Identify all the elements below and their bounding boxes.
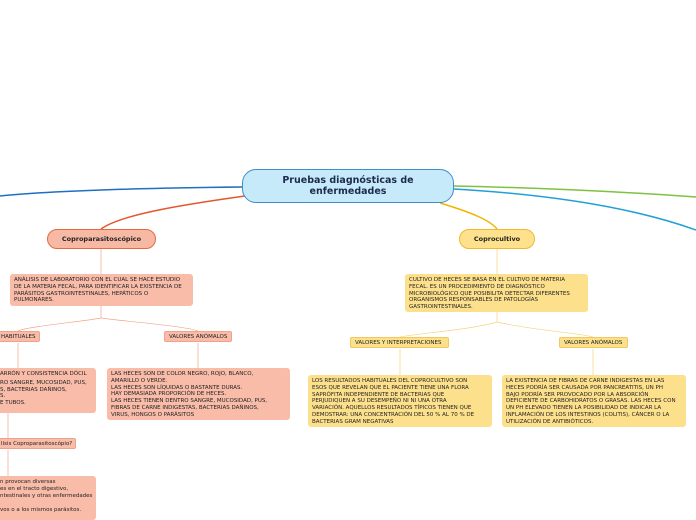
coprocultivo-normal-values[interactable]: LOS RESULTADOS HABITUALES DEL COPROCULTI… [308,375,492,427]
text-line: LAS HECES SON DE COLOR NEGRO, ROJO, BLAN… [111,371,254,377]
link-offscreen-right-cyan [453,188,696,231]
coproparasitoscopico-normal-values[interactable]: ARRÓN Y CONSISTENCIA DÓCIL RO SANGRE, MU… [0,368,96,413]
text-line: GASTROINTESTINALES. [409,304,473,311]
text-line: DEFICIENTE DE CARBOHIDRATOS O GRASAS. LA… [506,398,676,405]
link-left-normal [17,306,102,332]
text-line: FIBRAS DE CARNE INDIGESTAS, BACTERIAS DA… [111,404,259,411]
text-line: PARÁSITOS GASTROINTESTINALES, HEPÁTICOS … [14,290,149,297]
text-line: ORGANISMOS RESPONSABLES DE PATOLOGÍAS [409,297,538,304]
text-line: E TUBOS. [0,400,26,407]
coproparasitoscopico-definition[interactable]: ANÁLISIS DE LABORATORIO CON EL CUAL SE H… [10,274,193,306]
label-text: HABITUALES [1,334,36,340]
text-line: VIRUS, HONGOS O PARÁSITOS [111,411,195,418]
topic-coproparasitoscopico-title: Coproparasitoscópico [61,235,142,243]
link-root-coprocultivo [439,202,498,230]
coprocultivo-normal-label[interactable]: VALORES Y INTERPRETACIONES [350,337,449,348]
text-line: RO SANGRE, MUCOSIDAD, PUS, [0,379,87,386]
link-offscreen-right-green [453,185,696,198]
text-line: BAJO PODRÍA SER PROVOCADO POR LA ABSORCI… [506,391,649,398]
text-line: n provocan diversas [0,479,56,485]
topic-coprocultivo-title: Coprocultivo [473,235,521,243]
text-line: ESOS QUE REVELAN QUE EL PACIENTE TIENE U… [312,384,469,391]
text-line: SAPRÓFITA INDEPENDIENTE DE BACTERIAS QUE [312,391,445,398]
coprocultivo-abnormal-label[interactable]: VALORES ANÓMALOS [559,337,628,348]
root-topic-title: Pruebas diagnósticas de enfermedades [282,175,414,197]
text-line: HECES PODRÍA SER CAUSADA POR PANCREATITI… [506,384,663,391]
text-line: UTILIZACIÓN DE ANTIBIÓTICOS. [506,418,594,425]
text-line: MICROBIOLÓGICO QUE POSIBILITA DETECTAR D… [409,290,570,297]
text-line: vos o a los mismos parásitos. [0,507,82,514]
label-text: VALORES Y INTERPRETACIONES [355,340,442,346]
label-text: lisis Coproparasitoscópio? [1,441,73,447]
label-text: VALORES ANÓMALOS [564,340,623,346]
text-line: VARIACIÓN. AQUELLOS RESULTADOS TÍPICOS T… [312,405,472,412]
text-line: ntestinales y otras enfermedades [0,492,93,499]
label-text: VALORES ANÓMALOS [169,334,228,340]
text-line: LOS RESULTADOS HABITUALES DEL COPROCULTI… [312,378,468,384]
text-line: S, BACTERIAS DAÑINOS, [0,386,67,393]
coproparasitoscopico-abnormal-label[interactable]: VALORES ANÓMALOS [164,331,232,342]
text-line: DEMOSTRAR: UNA CONCENTRACIÓN DEL 50 % AL… [312,411,475,418]
text-line: es en el tracto digestivo, [0,485,69,492]
link-right-normal [399,312,498,338]
coproparasitoscopico-question-label[interactable]: lisis Coproparasitoscópio? [0,438,76,449]
text-line: S. [0,393,6,400]
link-offscreen-left [0,186,243,197]
text-line: LAS HECES SON LÍQUIDAS O BASTANTE DURAS. [111,384,243,391]
text-line: HAY DEMASIADA PROPORCIÓN DE HECES. [111,391,227,398]
text-line: LAS HECES TIENEN DENTRO SANGRE, MUCOSIDA… [111,398,268,405]
coproparasitoscopico-normal-label[interactable]: HABITUALES [0,331,40,342]
text-line: DE LA MATERIA FECAL, PARA IDENTIFICAR LA… [14,283,182,290]
text-line: INFLAMACIÓN DE LOS INTESTINOS (COLITIS),… [506,411,670,418]
link-root-coproparasitoscopico [100,195,246,230]
text-line: BACTERIAS GRAM NEGATIVAS [312,418,394,425]
text-line: UN PH ELEVADO TIENEN LA POSIBILIDAD DE I… [506,405,662,412]
text-line: PULMONARES. [14,297,54,304]
text-line: LA EXISTENCIA DE FIBRAS DE CARNE INDIGES… [506,378,665,384]
coproparasitoscopico-abnormal-values[interactable]: LAS HECES SON DE COLOR NEGRO, ROJO, BLAN… [107,368,290,420]
text-line: FECAL. ES UN PROCEDIMIENTO DE DIAGNÓSTIC… [409,283,545,290]
text-line: ARRÓN Y CONSISTENCIA DÓCIL [0,371,87,377]
text-line: ANÁLISIS DE LABORATORIO CON EL CUAL SE H… [14,277,181,283]
coprocultivo-definition[interactable]: CULTIVO DE HECES SE BASA EN EL CULTIVO D… [405,274,588,312]
root-topic[interactable]: Pruebas diagnósticas de enfermedades [242,169,454,203]
text-line: AMARILLO O VERDE. [111,377,168,384]
text-line: CULTIVO DE HECES SE BASA EN EL CULTIVO D… [409,277,565,283]
link-right-abnormal [496,321,594,338]
text-line: PERJUDIQUEN A SU DESEMPEÑO NI NI UNA OTR… [312,398,447,405]
topic-coprocultivo[interactable]: Coprocultivo [459,229,535,249]
topic-coproparasitoscopico[interactable]: Coproparasitoscópico [47,229,156,249]
coproparasitoscopico-answer[interactable]: n provocan diversas es en el tracto dige… [0,476,96,520]
link-left-abnormal [100,317,199,332]
coprocultivo-abnormal-values[interactable]: LA EXISTENCIA DE FIBRAS DE CARNE INDIGES… [502,375,686,427]
